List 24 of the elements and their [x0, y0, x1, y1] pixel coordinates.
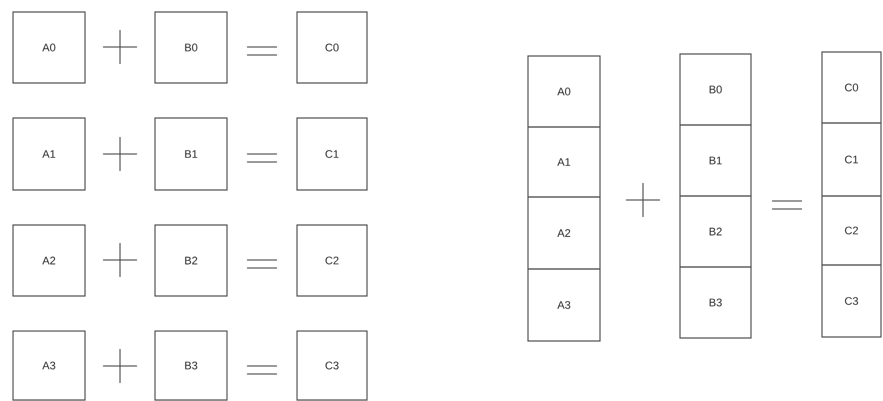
- value-box: A2: [12, 224, 86, 297]
- value-box: B0: [154, 11, 228, 84]
- matrix-cell: A1: [527, 126, 601, 198]
- value-box: C3: [296, 330, 368, 401]
- matrix-cell: C1: [821, 122, 882, 197]
- matrix-cell: C0: [821, 51, 882, 124]
- value-box: A3: [12, 330, 86, 401]
- matrix-cell: A0: [527, 55, 601, 128]
- value-box: C1: [296, 117, 368, 191]
- matrix-cell: B0: [679, 53, 752, 126]
- matrix-cell: A2: [527, 196, 601, 270]
- value-box: B1: [154, 117, 228, 191]
- value-box: C0: [296, 11, 368, 84]
- matrix-cell: A3: [527, 268, 601, 342]
- matrix-cell: C2: [821, 195, 882, 266]
- matrix-cell: C3: [821, 264, 882, 338]
- value-box: B2: [154, 224, 228, 297]
- value-box: A1: [12, 117, 86, 191]
- value-box: A0: [12, 11, 86, 84]
- matrix-cell: B3: [679, 266, 752, 339]
- value-box: B3: [154, 330, 228, 401]
- matrix-cell: B1: [679, 124, 752, 197]
- matrix-cell: B2: [679, 195, 752, 268]
- value-box: C2: [296, 224, 368, 297]
